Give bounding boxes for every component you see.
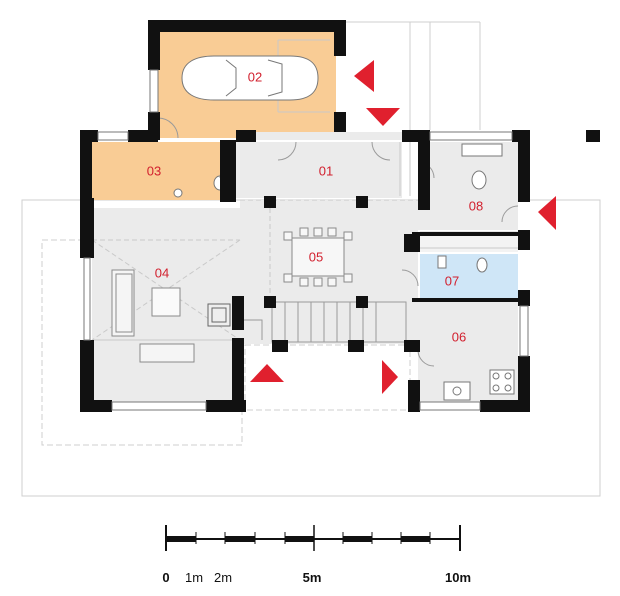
stairs-icon	[240, 301, 407, 343]
floor-08	[418, 142, 518, 230]
floor-hall-strip	[420, 232, 518, 252]
scale-label-5m: 5m	[303, 570, 322, 585]
walls	[80, 20, 600, 412]
stove-icon	[489, 369, 515, 395]
room-label-02: 02	[248, 69, 262, 84]
windows	[83, 69, 529, 411]
floor-07	[420, 254, 518, 300]
floor-03	[92, 142, 220, 200]
scale-bar: 0 1m 2m 5m 10m	[162, 525, 471, 585]
sofa-icon	[111, 269, 195, 363]
room-label-07: 07	[445, 273, 459, 288]
room-labels: 01 02 03 04 05 06 07 08	[147, 69, 483, 344]
scale-label-1m: 1m	[185, 570, 203, 585]
scale-label-0: 0	[162, 570, 169, 585]
entrance-arrow-icon	[250, 60, 556, 394]
room-label-05: 05	[309, 249, 323, 264]
scale-label-2m: 2m	[214, 570, 232, 585]
fireplace-icon	[207, 303, 231, 327]
dining-table-icon	[283, 227, 353, 287]
room-label-06: 06	[452, 329, 466, 344]
car-icon	[181, 55, 319, 101]
scale-label-10m: 10m	[445, 570, 471, 585]
sink-icon	[443, 381, 471, 401]
room-label-03: 03	[147, 163, 161, 178]
room-label-01: 01	[319, 163, 333, 178]
room-label-04: 04	[155, 265, 169, 280]
room-label-08: 08	[469, 198, 483, 213]
